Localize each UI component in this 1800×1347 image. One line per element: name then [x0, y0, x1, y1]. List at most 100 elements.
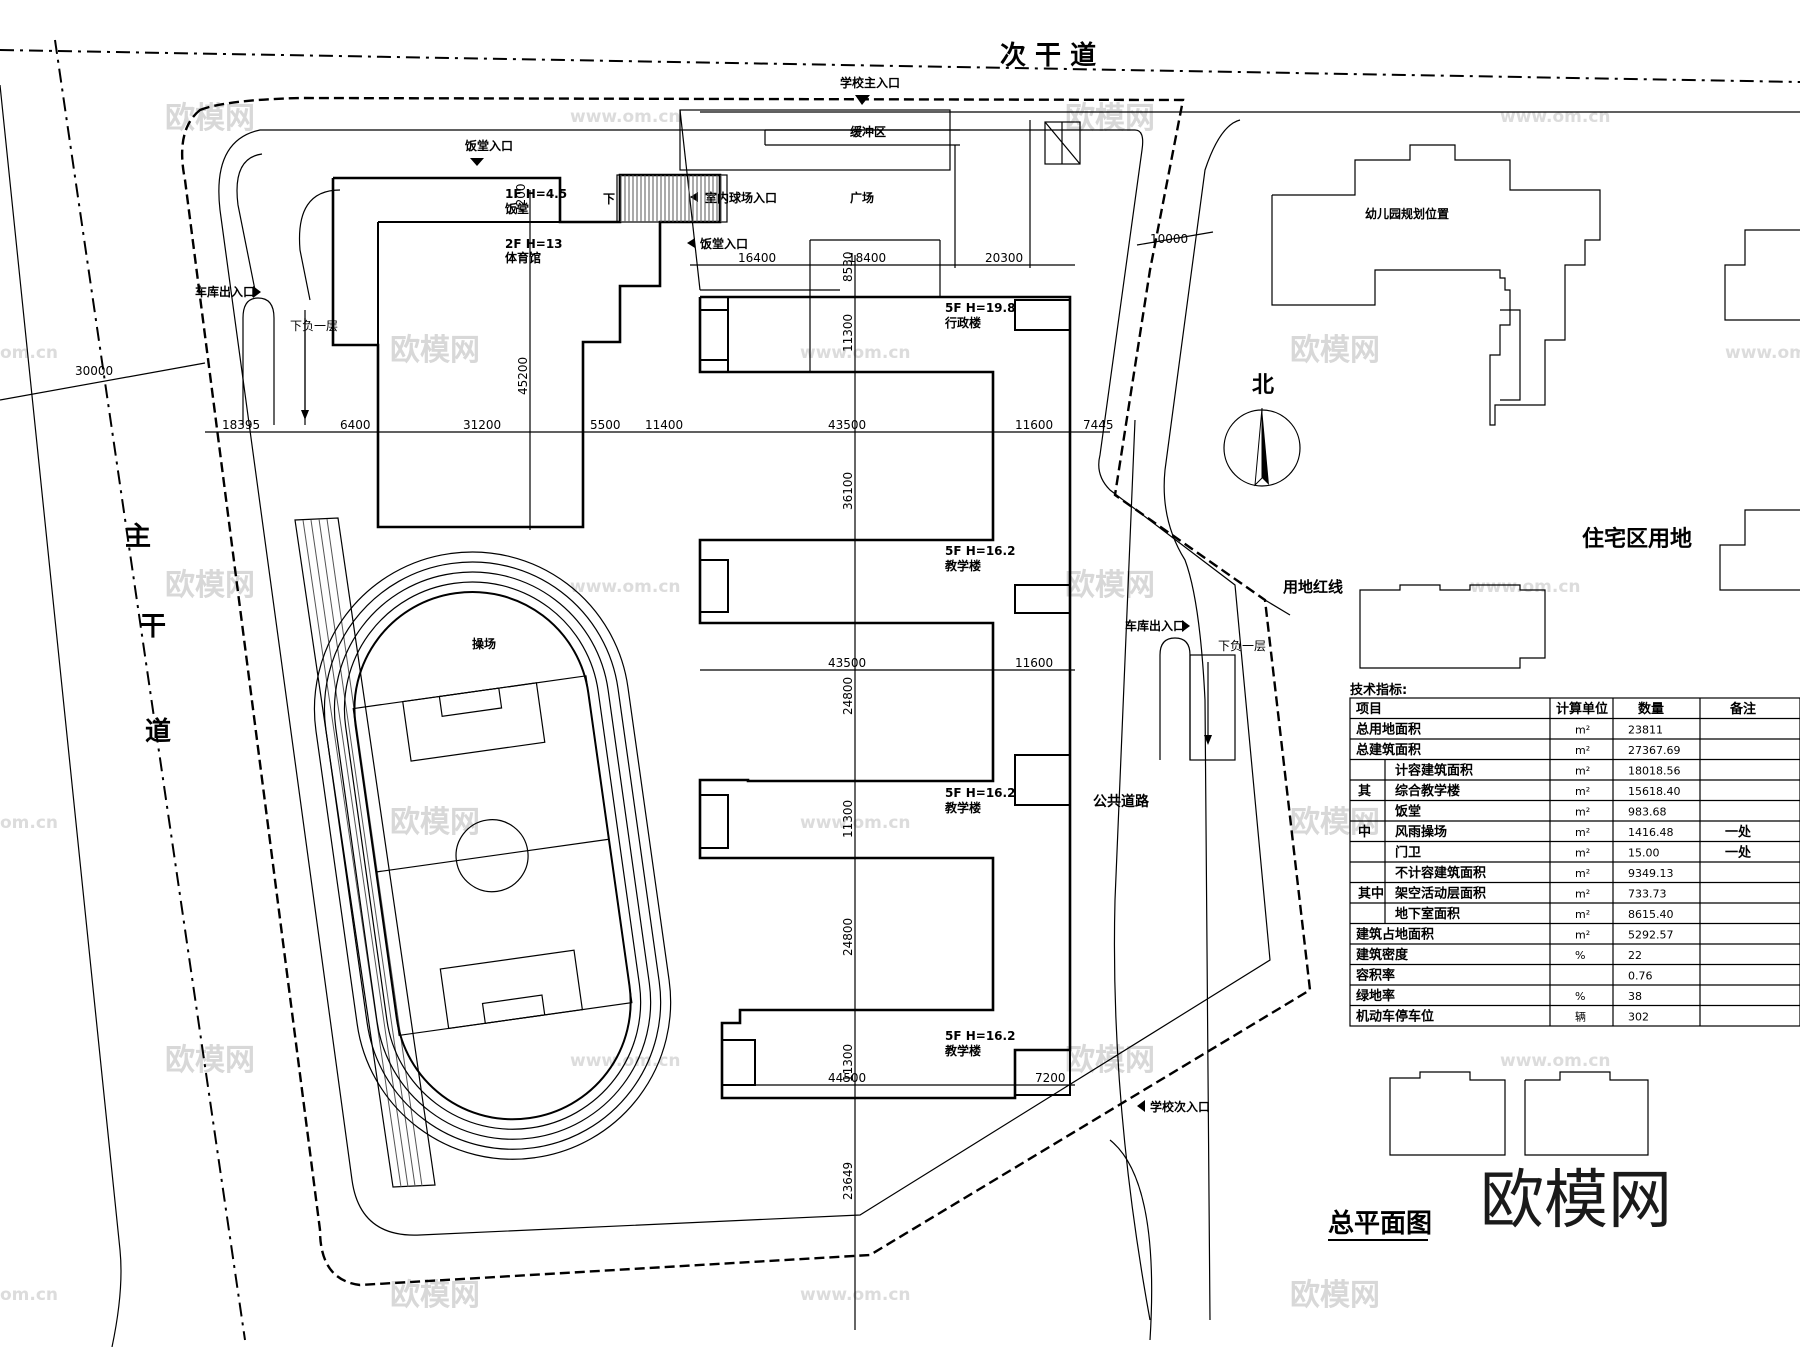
dim-7200b: 7200: [1035, 1071, 1066, 1085]
dim-45200: 45200: [516, 357, 530, 395]
buffer-zone-label: 缓冲区: [850, 124, 886, 139]
teach1-label-1: 5F H=16.2: [945, 544, 1015, 558]
secondary-road-label: 次 干 道: [1000, 40, 1096, 71]
residential-label: 住宅区用地: [1582, 526, 1692, 552]
table-item-cell: 总建筑面积: [1356, 742, 1421, 758]
admin-label-2: 行政楼: [944, 315, 981, 330]
garage-ramp-left: 车库出入口 下负一层: [195, 284, 338, 425]
table-header-cell: 项目: [1356, 702, 1382, 717]
school-secondary-entrance-label: 学校次入口: [1150, 1099, 1210, 1114]
dim-24800a: 24800: [841, 677, 855, 715]
entrance-arrow-icon: [855, 95, 870, 105]
school-main-entrance-label: 学校主入口: [840, 75, 900, 90]
table-header-cell: 计算单位: [1556, 701, 1608, 717]
stair-hatch: [620, 175, 722, 222]
watermark-text: 欧模网: [1065, 1043, 1155, 1078]
dim-24800b: 24800: [841, 918, 855, 956]
watermark-layer: 欧模网 欧模网 www.om.cn www.om.cn 欧模网 欧模网 om.c…: [0, 101, 1800, 1313]
dim-43500b: 43500: [828, 656, 866, 670]
table-qty-cell: 27367.69: [1628, 744, 1681, 757]
table-unit-cell: m²: [1575, 806, 1590, 819]
arrow-down-icon: [301, 410, 309, 420]
table-qty-cell: 983.68: [1628, 806, 1667, 819]
arrow-right-icon: [1182, 620, 1190, 632]
gym-label-1: 2F H=13: [505, 237, 563, 251]
ramp-curve: [298, 189, 341, 301]
dim-5500: 5500: [590, 418, 621, 432]
dim-44500: 44500: [828, 1071, 866, 1085]
main-road-label-3: 道: [145, 716, 171, 747]
dim-31200: 31200: [463, 418, 501, 432]
north-label: 北: [1252, 373, 1274, 398]
dim-8530: 8530: [841, 251, 855, 282]
secondary-road: 次 干 道: [0, 40, 1800, 113]
canteen-label-2: 饭堂: [504, 201, 529, 216]
down-label: 下: [603, 192, 615, 206]
table-item-cell: 门卫: [1395, 845, 1421, 861]
table-unit-cell: m²: [1575, 744, 1590, 757]
dim-30000: 30000: [75, 364, 113, 378]
canteen-label-1: 1F H=4.5: [505, 187, 567, 201]
watermark-text: 欧模网: [390, 805, 480, 840]
table-qty-cell: 18018.56: [1628, 765, 1681, 778]
table-qty-cell: 5292.57: [1628, 929, 1674, 942]
table-group-cell: 中: [1358, 824, 1371, 840]
arrow-left-icon: [690, 192, 698, 202]
teach1-label-2: 教学楼: [944, 558, 981, 573]
arrow-left-icon: [687, 238, 695, 248]
playground-label: 操场: [472, 636, 496, 651]
running-track: [313, 551, 672, 1160]
leader-line: [1264, 599, 1291, 616]
table-unit-cell: m²: [1575, 888, 1590, 901]
table-qty-cell: 23811: [1628, 724, 1663, 737]
public-road: 公共道路: [1093, 119, 1241, 1341]
north-arrow: 北: [1223, 373, 1301, 487]
arrow-left-icon: [1137, 1100, 1145, 1112]
plaza-area: 学校主入口 缓冲区 广场 室内球场入口: [679, 75, 1081, 291]
plaza-label: 广场: [850, 190, 874, 205]
table-item-cell: 计容建筑面积: [1395, 763, 1473, 779]
table-unit-cell: m²: [1575, 847, 1590, 860]
watermark-text: 欧模网: [165, 101, 255, 136]
watermark-url: www.om.cn: [1500, 1051, 1611, 1071]
brand-watermark: 欧模网: [1480, 1164, 1672, 1238]
table-unit-cell: 辆: [1575, 1010, 1586, 1024]
down-basement-left-label: 下负一层: [290, 319, 338, 333]
internal-road: [218, 129, 1271, 1236]
table-unit-cell: m²: [1575, 908, 1590, 921]
dim-11300c: 11300: [841, 1044, 855, 1082]
kindergarten-label: 幼儿园规划位置: [1365, 206, 1449, 221]
gym-label-2: 体育馆: [505, 250, 541, 265]
watermark-text: 欧模网: [165, 1043, 255, 1078]
table-qty-cell: 0.76: [1628, 970, 1653, 983]
garage-ramp-right: 车库出入口 下负一层: [1125, 618, 1266, 761]
table-item-cell: 绿地率: [1356, 988, 1395, 1004]
dim-7200a: 7200: [514, 183, 528, 214]
table-group-cell: 其: [1358, 783, 1371, 799]
dim-18400: 18400: [848, 251, 886, 265]
teaching-complex: 5F H=19.8 行政楼 5F H=16.2 教学楼 5F H=16.2 教学…: [698, 239, 1072, 1100]
table-item-cell: 不计容建筑面积: [1395, 865, 1486, 881]
watermark-url: www.om.cn: [570, 577, 681, 597]
table-unit-cell: m²: [1575, 826, 1590, 839]
table-qty-cell: 8615.40: [1628, 908, 1674, 921]
watermark-url: om.cn: [0, 1285, 58, 1305]
table-qty-cell: 733.73: [1628, 888, 1667, 901]
indoor-court-entrance-label: 室内球场入口: [705, 190, 777, 205]
dim-10000: 10000: [1150, 232, 1188, 246]
public-road-label: 公共道路: [1093, 793, 1150, 810]
watermark-text: 欧模网: [390, 1278, 480, 1313]
admin-label-1: 5F H=19.8: [945, 301, 1015, 315]
down-basement-right-label: 下负一层: [1218, 639, 1266, 653]
watermark-url: www.om.cn: [570, 1051, 681, 1071]
dim-18395: 18395: [222, 418, 260, 432]
table-item-cell: 建筑密度: [1356, 947, 1409, 963]
watermark-url: www.om.cn: [570, 107, 681, 127]
dim-6400: 6400: [340, 418, 371, 432]
table-qty-cell: 22: [1628, 949, 1642, 962]
watermark-text: 欧模网: [1065, 101, 1155, 136]
teach2-label-1: 5F H=16.2: [945, 786, 1015, 800]
main-road: 主 干 道: [0, 39, 246, 1347]
